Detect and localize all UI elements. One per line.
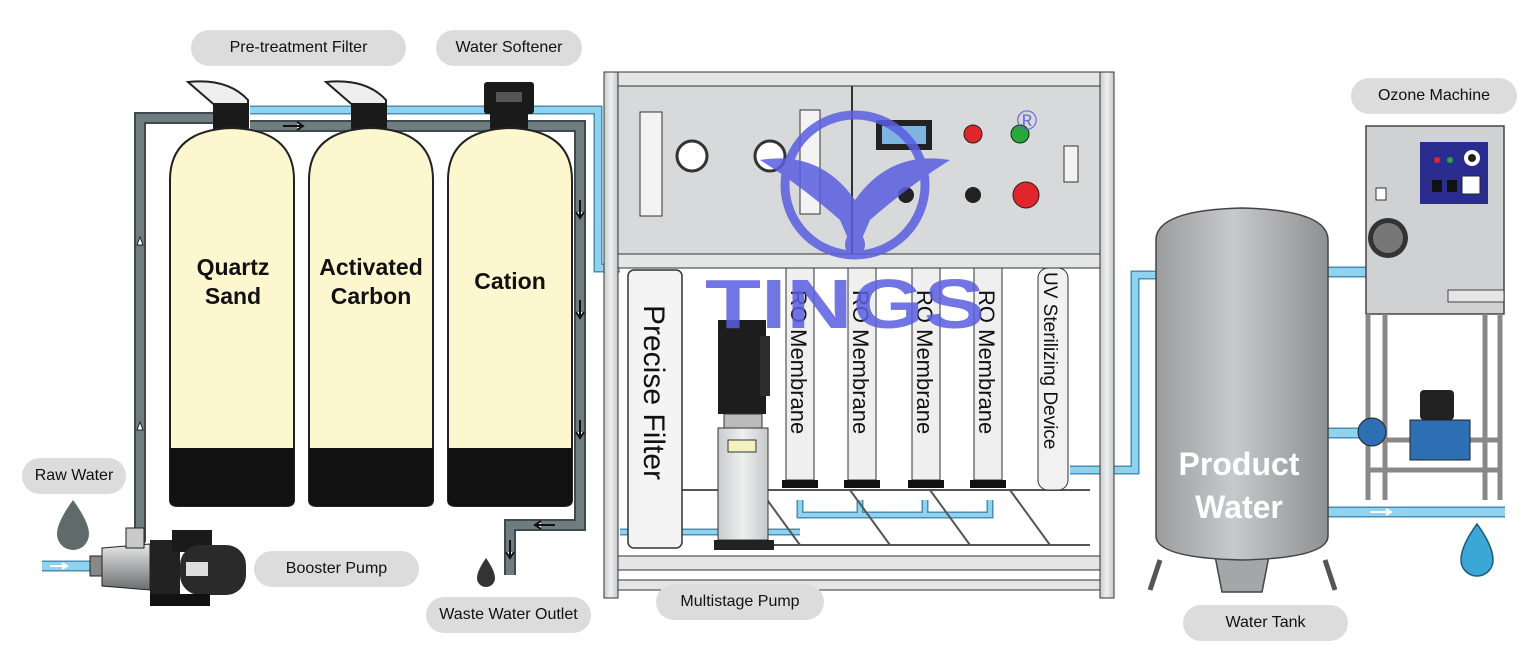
- ozone-machine: [1357, 125, 1505, 500]
- tings-logo-watermark: TINGS ®: [705, 105, 1038, 343]
- water-softener-label: Water Softener: [436, 30, 582, 66]
- product-label-line1: Product: [1179, 446, 1300, 482]
- ro-machine: [603, 71, 1115, 599]
- waste-water-drop-icon: [477, 558, 495, 587]
- registered-mark: ®: [1017, 105, 1038, 136]
- ro-membrane-2-label: RO Membrane: [848, 290, 873, 434]
- quartz-sand-tank: [169, 80, 295, 507]
- carbon-label-line2: Carbon: [331, 283, 412, 309]
- quartz-label-line2: Sand: [205, 283, 261, 309]
- quartz-label-line1: Quartz: [197, 254, 270, 280]
- booster-pump: [89, 527, 246, 606]
- ro-membrane-4-label: RO Membrane: [974, 290, 999, 434]
- waste-water-outlet-label: Waste Water Outlet: [426, 597, 591, 633]
- multistage-pump: [714, 320, 774, 550]
- multistage-pump-label: Multistage Pump: [656, 584, 824, 620]
- ro-membrane-1-label: RO Membrane: [786, 290, 811, 434]
- booster-pump-label: Booster Pump: [254, 551, 419, 587]
- activated-carbon-tank: [308, 80, 434, 507]
- ozone-machine-label: Ozone Machine: [1351, 78, 1517, 114]
- flow-arrows: [50, 121, 1393, 570]
- raw-water-label: Raw Water: [22, 458, 126, 494]
- ro-membrane-3-label: RO Membrane: [912, 290, 937, 434]
- pretreatment-filter-label: Pre-treatment Filter: [191, 30, 406, 66]
- precise-filter-label: Precise Filter: [637, 305, 670, 480]
- clean-water-pipe: [42, 105, 1505, 572]
- raw-water-pipe: [134, 112, 218, 546]
- brand-text: TINGS: [705, 265, 985, 343]
- carbon-label-line1: Activated: [319, 254, 423, 280]
- product-label-line2: Water: [1195, 489, 1283, 525]
- cation-tank: [447, 82, 573, 507]
- cation-label: Cation: [474, 268, 546, 294]
- product-water-drop-icon: [1460, 522, 1494, 577]
- product-water-tank: [1147, 207, 1338, 593]
- uv-device-label: UV Sterilizing Device: [1039, 272, 1060, 449]
- raw-water-drop-icon: [57, 500, 89, 550]
- water-tank-label: Water Tank: [1183, 605, 1348, 641]
